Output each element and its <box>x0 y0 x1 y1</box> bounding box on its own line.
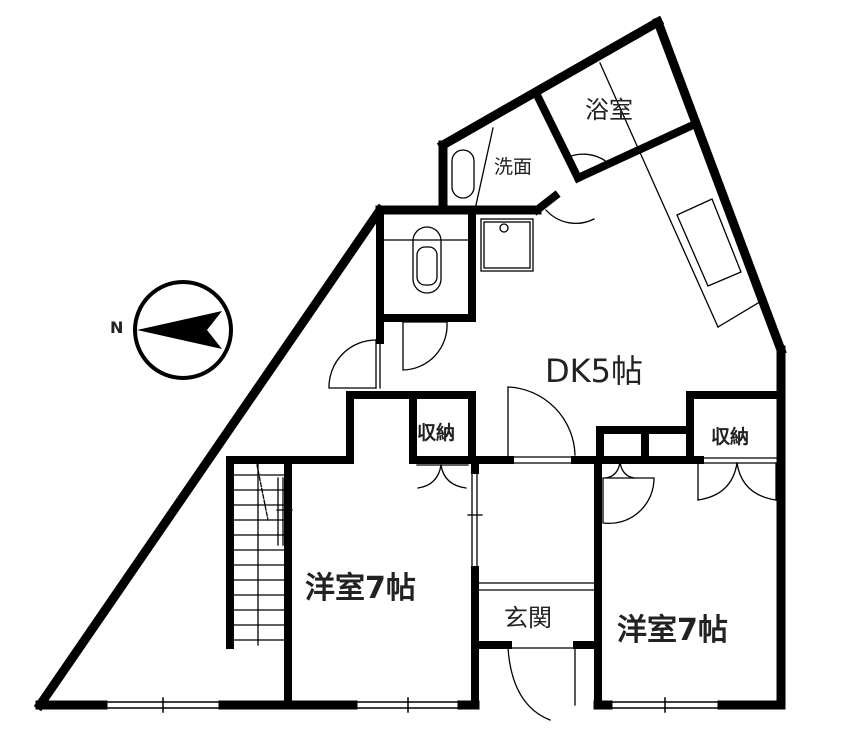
room-label-entrance: 玄関 <box>504 604 552 632</box>
room-label-dk: DK5帖 <box>545 352 643 390</box>
windows <box>102 697 723 713</box>
room-label-storage-center: 収納 <box>417 422 456 444</box>
room-label-bath: 浴室 <box>585 96 633 124</box>
room-label-western-left: 洋室7帖 <box>305 571 416 606</box>
room-label-western-right: 洋室7帖 <box>617 613 728 648</box>
compass-north-label: N <box>110 318 124 337</box>
outer-walls <box>33 15 787 712</box>
interior-walls <box>226 89 785 709</box>
room-label-storage-right: 収納 <box>711 426 750 448</box>
compass-icon <box>133 280 233 380</box>
room-label-washroom: 洗面 <box>494 156 533 178</box>
fixtures <box>233 62 778 721</box>
